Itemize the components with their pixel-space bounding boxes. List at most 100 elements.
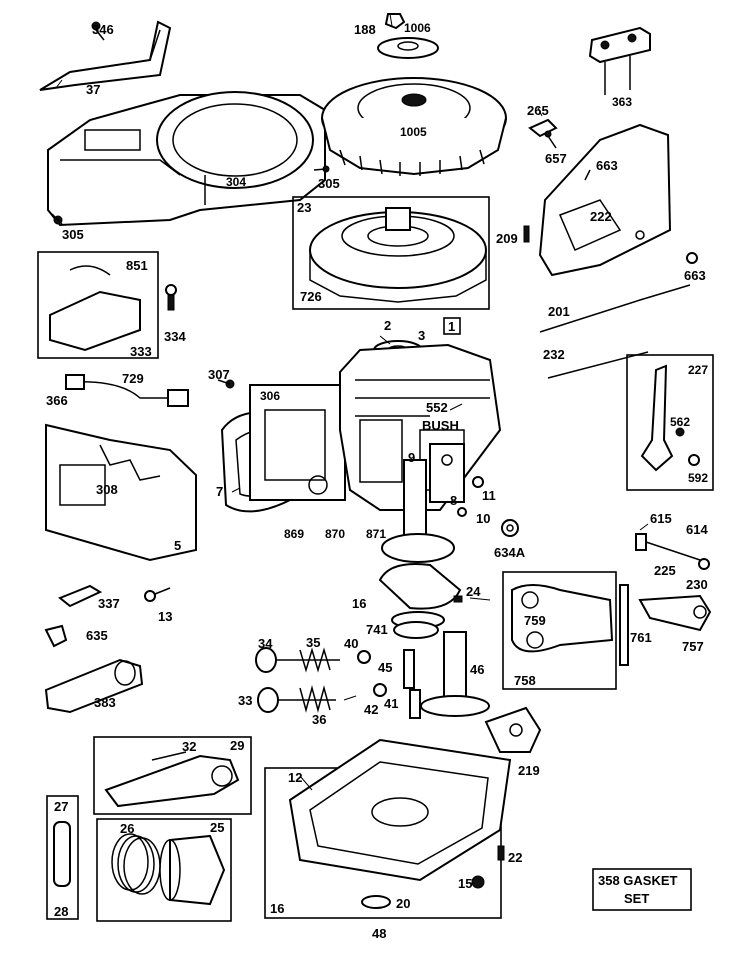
key-24 — [453, 595, 463, 603]
gasket-set-line1: 358 GASKET — [598, 873, 678, 888]
label-741: 741 — [366, 622, 388, 637]
label-663-b: 663 — [684, 268, 706, 283]
carburetor-306 — [249, 384, 346, 501]
link-265 — [528, 118, 558, 138]
camshaft-46 — [420, 631, 490, 717]
label-33: 33 — [238, 693, 252, 708]
label-45: 45 — [378, 660, 392, 675]
elbow-635 — [44, 624, 68, 648]
box-armature-23 — [292, 196, 490, 310]
screw-22 — [497, 845, 505, 861]
control-plate-222 — [538, 123, 672, 277]
ignition-module-851 — [49, 265, 141, 352]
box-pin-27-28 — [46, 795, 79, 920]
flywheel-1005 — [321, 77, 507, 176]
label-27: 27 — [54, 799, 68, 814]
label-729: 729 — [122, 371, 144, 386]
blower-housing-304 — [47, 91, 326, 227]
label-2: 2 — [384, 318, 391, 333]
label-562: 562 — [670, 415, 690, 429]
rod-759 — [511, 584, 614, 653]
tappet-41 — [409, 689, 421, 719]
label-870: 870 — [325, 527, 345, 541]
leader-lines — [55, 13, 649, 791]
label-36: 36 — [312, 712, 326, 727]
sump-12 — [288, 738, 512, 882]
label-614: 614 — [686, 522, 708, 537]
retainer-40 — [357, 650, 371, 664]
label-188: 188 — [354, 22, 376, 37]
label-1: 1 — [448, 319, 455, 334]
label-11: 11 — [482, 488, 496, 503]
washer-230 — [698, 558, 710, 570]
retainer-42 — [373, 683, 387, 697]
label-34: 34 — [258, 636, 273, 651]
label-10: 10 — [476, 511, 490, 526]
screw-663-b — [686, 252, 698, 264]
label-232: 232 — [543, 347, 565, 362]
box-ignition-333 — [37, 251, 159, 359]
label-9: 9 — [408, 450, 415, 465]
screw-657 — [544, 130, 557, 149]
label-227: 227 — [688, 363, 708, 377]
label-219: 219 — [518, 763, 540, 778]
blower-baffle-37 — [39, 20, 172, 91]
label-40: 40 — [344, 636, 358, 651]
label-333: 333 — [130, 344, 152, 359]
tappet-45 — [403, 649, 415, 689]
label-35: 35 — [306, 635, 320, 650]
gasket-set-line2: SET — [624, 891, 649, 906]
governor-crank-227 — [640, 364, 700, 472]
label-24: 24 — [466, 584, 481, 599]
label-592: 592 — [688, 471, 708, 485]
label-22: 22 — [508, 850, 522, 865]
screw-13 — [144, 587, 171, 602]
label-26: 26 — [120, 821, 134, 836]
box-cylinder-1 — [443, 317, 461, 335]
label-758: 758 — [514, 673, 536, 688]
seal-20 — [361, 895, 391, 909]
label-761: 761 — [630, 630, 652, 645]
label-32: 32 — [182, 739, 196, 754]
oil-fill-383 — [44, 658, 144, 714]
link-232 — [547, 351, 649, 379]
label-209: 209 — [496, 231, 518, 246]
label-635: 635 — [86, 628, 108, 643]
label-7: 7 — [216, 484, 223, 499]
rod-757 — [638, 594, 712, 632]
bracket-363 — [588, 26, 651, 95]
washer-1006 — [377, 37, 439, 59]
screw-10 — [457, 507, 467, 517]
label-346: 346 — [92, 22, 114, 37]
label-869: 869 — [284, 527, 304, 541]
label-42: 42 — [364, 702, 378, 717]
label-25: 25 — [210, 820, 224, 835]
label-265: 265 — [527, 103, 549, 118]
label-726: 726 — [300, 289, 322, 304]
label-757: 757 — [682, 639, 704, 654]
label-383: 383 — [94, 695, 116, 710]
label-29: 29 — [230, 738, 244, 753]
piston-rings-26 — [111, 833, 161, 895]
label-28: 28 — [54, 904, 68, 919]
label-20: 20 — [396, 896, 410, 911]
plug-337 — [58, 584, 103, 608]
label-306: 306 — [260, 389, 280, 403]
label-201: 201 — [548, 304, 570, 319]
box-conn-rod-29 — [93, 736, 252, 815]
spark-plug-366 — [65, 374, 85, 390]
label-634a: 634A — [494, 545, 526, 560]
page-number: 48 — [372, 926, 386, 941]
box-piston-25 — [96, 818, 232, 922]
label-615: 615 — [650, 511, 672, 526]
screw-305-b — [51, 213, 63, 225]
bracket-219 — [484, 706, 542, 753]
label-23: 23 — [297, 200, 311, 215]
screw-305-a — [313, 165, 330, 173]
screw-307 — [217, 379, 235, 389]
armature-23 — [309, 207, 487, 303]
label-657: 657 — [545, 151, 567, 166]
label-15: 15 — [458, 876, 472, 891]
screw-209 — [523, 225, 530, 243]
